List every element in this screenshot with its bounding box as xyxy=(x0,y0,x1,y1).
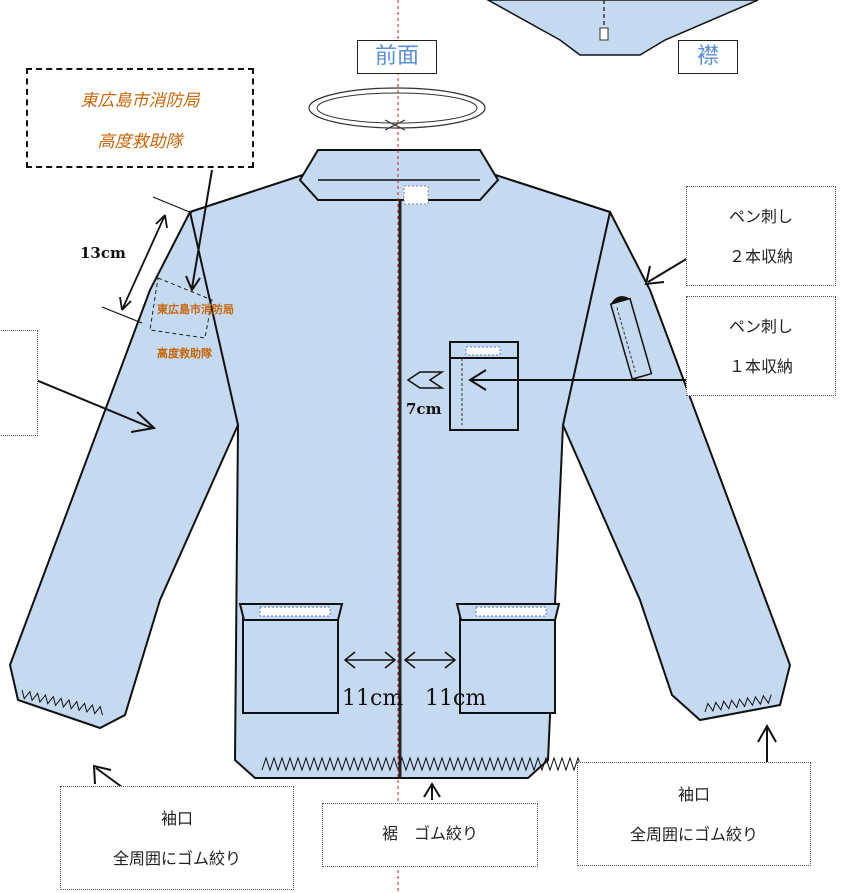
front-title-box: 前面 xyxy=(357,40,437,74)
pen-1-line1: ペン刺し xyxy=(728,317,793,336)
pen-2-line1: ペン刺し xyxy=(728,207,793,226)
collar-inset xyxy=(486,0,759,56)
cuff-left-box: 袖口 全周囲にゴム絞り xyxy=(60,786,294,890)
collar-tab xyxy=(403,185,429,205)
collar-title-box: 襟 xyxy=(678,40,738,74)
front-title: 前面 xyxy=(374,44,419,69)
hem-ribbing xyxy=(261,756,583,772)
collar-title: 襟 xyxy=(696,44,719,69)
dim-11cm-right-label: 11cm xyxy=(425,686,487,711)
cuff-right-box: 袖口 全周囲にゴム絞り xyxy=(577,762,811,866)
annotation-arrows xyxy=(35,169,777,800)
cuff-left-line2: 全周囲にゴム絞り xyxy=(112,849,241,868)
dim-7cm-marker xyxy=(406,371,445,389)
left-cuff-ribbing xyxy=(21,689,103,716)
dim-11cm-left-label: 11cm xyxy=(342,686,404,711)
cuff-right-line2: 全周囲にゴム絞り xyxy=(629,825,758,844)
shoulder-text-box: 東広島市消防局 高度救助隊 xyxy=(26,68,254,168)
lower-left-pocket xyxy=(238,603,344,714)
cuff-left-line1: 袖口 xyxy=(160,809,193,828)
hem-box: 裾 ゴム絞り xyxy=(322,803,538,867)
dim-11cm-markers xyxy=(343,651,457,669)
embroidery-area xyxy=(149,277,213,339)
embroidery-line1: 東広島市消防局 xyxy=(157,303,234,316)
pen-2-box: ペン刺し ２本収納 xyxy=(686,186,836,286)
collar-inset-zipper-pull xyxy=(599,27,609,41)
cuff-right-line1: 袖口 xyxy=(677,785,710,804)
pen-pocket xyxy=(609,296,653,381)
dim-7cm-label: 7cm xyxy=(406,400,442,418)
pen-2-line2: ２本収納 xyxy=(728,247,793,266)
chest-pocket xyxy=(449,341,519,431)
shoulder-text-line2: 高度救助隊 xyxy=(97,132,183,152)
dim-13cm-marker xyxy=(101,196,193,324)
right-cuff-ribbing xyxy=(704,694,772,713)
pen-1-line2: １本収納 xyxy=(728,357,793,376)
rotation-icon xyxy=(308,87,486,131)
lower-right-pocket xyxy=(455,603,561,714)
embroidery-line2: 高度救助隊 xyxy=(157,347,212,360)
left-note-box xyxy=(0,330,38,436)
shoulder-text-line1: 東広島市消防局 xyxy=(80,91,200,111)
dim-13cm-label: 13cm xyxy=(80,244,126,262)
hem-label: 裾 ゴム絞り xyxy=(381,824,478,843)
pen-1-box: ペン刺し １本収納 xyxy=(686,296,836,396)
jacket-body xyxy=(8,149,792,779)
